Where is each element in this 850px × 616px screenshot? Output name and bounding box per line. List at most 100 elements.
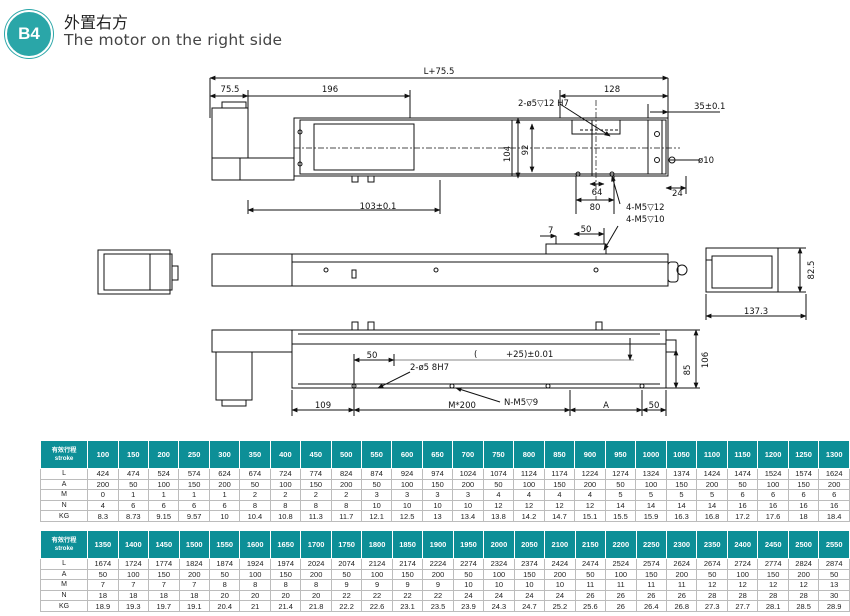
table-cell: 19.3 xyxy=(117,600,150,612)
row-label: M xyxy=(39,489,89,501)
table-cell: 50 xyxy=(452,568,485,581)
table-cell: 9 xyxy=(330,579,363,591)
table-cell: 100 xyxy=(117,568,150,581)
table-cell: 4 xyxy=(482,489,515,501)
table-cell: 26 xyxy=(605,600,637,612)
table-cell: 15.5 xyxy=(604,510,637,522)
table-cell: 1 xyxy=(178,489,210,501)
dim-80: 80 xyxy=(590,203,601,213)
dim-128: 128 xyxy=(604,85,620,95)
row-label: A xyxy=(39,568,89,581)
table-cell: 22 xyxy=(422,589,454,602)
table-cell: 1174 xyxy=(543,468,576,480)
table-cell: 2074 xyxy=(330,558,363,570)
dim-75: 75.5 xyxy=(221,85,240,95)
table-cell: 50 xyxy=(574,568,607,581)
dim-92: 92 xyxy=(521,145,531,156)
table-cell: 6 xyxy=(117,499,149,512)
table-cell: 23.1 xyxy=(391,600,424,612)
stroke-cell: 400 xyxy=(269,440,302,469)
table-cell: 28.9 xyxy=(818,600,850,612)
table-cell: 150 xyxy=(148,568,180,581)
stroke-cell: 2100 xyxy=(544,530,576,559)
table-cell: 574 xyxy=(178,468,210,480)
stroke-cell: 1500 xyxy=(178,530,210,559)
table-cell: 10 xyxy=(360,499,393,512)
stroke-cell: 1700 xyxy=(300,530,332,559)
table-cell: 200 xyxy=(208,478,241,491)
table-cell: 22 xyxy=(330,589,363,602)
table-cell: 2524 xyxy=(605,558,637,570)
row-label: L xyxy=(39,558,89,570)
table-cell: 9 xyxy=(422,579,454,591)
bottom-view xyxy=(211,321,700,416)
stroke-cell: 100 xyxy=(87,440,119,469)
table-cell: 50 xyxy=(604,478,637,491)
table-cell: 23.9 xyxy=(452,600,485,612)
stroke-cell: 2050 xyxy=(513,530,546,559)
table-cell: 16 xyxy=(818,499,850,512)
table-cell: 14 xyxy=(635,499,667,512)
table-cell: 12 xyxy=(757,579,789,591)
table-cell: 14.7 xyxy=(543,510,576,522)
table-cell: 8.3 xyxy=(87,510,119,522)
table-cell: 1524 xyxy=(757,468,789,480)
dim-paren: ( xyxy=(474,350,477,360)
table-cell: 21 xyxy=(239,600,271,612)
stroke-cell: 850 xyxy=(543,440,576,469)
table-cell: 5 xyxy=(696,489,728,501)
table-cell: 9 xyxy=(391,579,424,591)
table-cell: 14 xyxy=(696,499,728,512)
stroke-cell: 1000 xyxy=(635,440,667,469)
table-cell: 13 xyxy=(421,510,454,522)
table-cell: 20 xyxy=(300,589,332,602)
table-cell: 13.4 xyxy=(452,510,484,522)
table-cell: 30 xyxy=(818,589,850,602)
row-label: KG xyxy=(39,600,89,612)
stroke-cell: 750 xyxy=(482,440,515,469)
table-cell: 1874 xyxy=(208,558,241,570)
table-cell: 3 xyxy=(421,489,454,501)
stroke-cell: 300 xyxy=(208,440,241,469)
dim-196: 196 xyxy=(322,85,338,95)
dim-109: 109 xyxy=(315,401,331,411)
table-cell: 1724 xyxy=(117,558,150,570)
stroke-cell: 2150 xyxy=(574,530,607,559)
table-cell: 6 xyxy=(818,489,850,501)
table-cell: 8 xyxy=(330,499,362,512)
table-cell: 1924 xyxy=(239,558,271,570)
table-cell: 2324 xyxy=(483,558,515,570)
table-cell: 26 xyxy=(635,589,668,602)
table-cell: 3 xyxy=(360,489,393,501)
stroke-cell: 2250 xyxy=(635,530,668,559)
table-cell: 674 xyxy=(239,468,271,480)
table-cell: 2724 xyxy=(726,558,759,570)
table-cell: 11.3 xyxy=(300,510,332,522)
stroke-cell: 1650 xyxy=(269,530,302,559)
dim-64: 64 xyxy=(592,188,603,198)
stroke-cell: 2450 xyxy=(757,530,789,559)
table-cell: 200 xyxy=(87,478,119,491)
table-cell: 24.7 xyxy=(513,600,546,612)
table-cell: 8 xyxy=(300,499,332,512)
table-cell: 24.3 xyxy=(483,600,515,612)
table-cell: 2024 xyxy=(300,558,332,570)
table-cell: 8.73 xyxy=(117,510,149,522)
stroke-cell: 1550 xyxy=(208,530,241,559)
table-cell: 16.3 xyxy=(665,510,698,522)
table-cell: 10 xyxy=(391,499,423,512)
table-cell: 12 xyxy=(787,579,820,591)
table-cell: 100 xyxy=(513,478,545,491)
table-cell: 10 xyxy=(483,579,515,591)
table-cell: 150 xyxy=(635,568,668,581)
table-cell: 5 xyxy=(665,489,698,501)
table-cell: 12.1 xyxy=(360,510,393,522)
table-cell: 12 xyxy=(543,499,576,512)
table-cell: 16 xyxy=(757,499,789,512)
table-cell: 6 xyxy=(726,489,759,501)
